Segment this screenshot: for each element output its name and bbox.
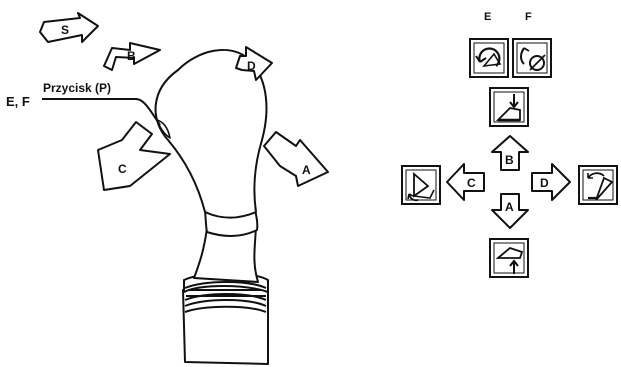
legend-label-f: F	[525, 11, 532, 23]
legend-label-e: E	[484, 11, 491, 23]
arrow-d-label: D	[247, 59, 256, 73]
bucket-dump-circle-icon	[512, 38, 552, 78]
bucket-curl-circle-icon	[469, 38, 509, 78]
legend-arrow-b-label: B	[505, 153, 514, 167]
arrow-c-shape	[97, 121, 171, 191]
arrow-d-shape	[235, 46, 273, 81]
legend-arrow-d-label: D	[540, 176, 549, 190]
arrow-b-shape	[103, 42, 161, 71]
joystick-grip	[154, 48, 268, 219]
arrow-a-shape	[263, 131, 329, 187]
button-callout-line	[42, 98, 161, 126]
arrow-c-label: C	[118, 162, 127, 176]
legend-arrow-a-label: A	[505, 200, 514, 214]
legend-arrow-c-shape	[446, 163, 485, 201]
boom-lower-icon	[489, 87, 529, 127]
joystick-lower-stem	[193, 225, 259, 283]
joystick-boot	[182, 272, 269, 365]
legend-arrow-c-label: C	[467, 176, 476, 190]
boom-raise-icon	[489, 238, 529, 278]
arrow-b-label: B	[127, 49, 136, 63]
bucket-dump-icon	[578, 165, 618, 205]
arrow-a-label: A	[302, 163, 311, 177]
legend: E F	[401, 11, 618, 278]
legend-arrow-d-shape	[531, 163, 571, 201]
bucket-curl-icon	[401, 165, 441, 205]
arrow-s-shape	[39, 12, 99, 43]
joystick	[154, 48, 269, 365]
legend-arrow-b-shape	[491, 135, 529, 171]
ef-callout-label: E, F	[6, 94, 30, 109]
legend-arrow-a-shape	[491, 193, 529, 229]
button-callout-label: Przycisk (P)	[43, 81, 111, 95]
arrow-s-label: S	[61, 23, 69, 37]
